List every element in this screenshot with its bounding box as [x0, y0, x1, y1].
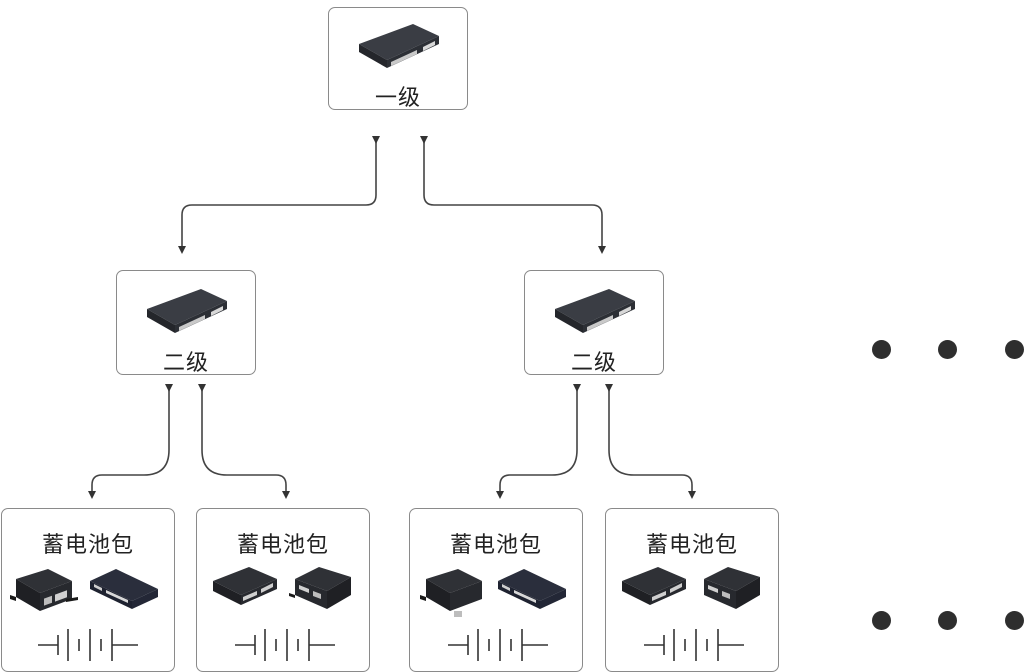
arrow-left-level2-to-pack1 — [88, 384, 173, 499]
ellipsis-dot — [1005, 340, 1024, 359]
arrow-right-level2-to-pack3 — [496, 384, 581, 499]
ellipsis-dot — [872, 340, 891, 359]
pack-label: 蓄电池包 — [449, 533, 542, 558]
ellipsis-dot — [938, 340, 957, 359]
battery-symbol-icon — [38, 629, 138, 661]
node-label: 一级 — [374, 86, 421, 111]
battery-pack-2[interactable]: 蓄电池包 — [196, 508, 370, 672]
battery-module-wide-icon — [213, 567, 277, 605]
battery-pack-4[interactable]: 蓄电池包 — [605, 508, 779, 672]
battery-module-icon — [420, 569, 482, 617]
controller-device-icon — [147, 289, 227, 333]
pack-label: 蓄电池包 — [236, 533, 329, 558]
controller-device-icon — [359, 24, 439, 68]
node-label: 二级 — [162, 351, 209, 376]
ellipsis-dot — [1005, 611, 1024, 630]
battery-module-icon — [10, 569, 78, 611]
battery-module-flat-icon — [90, 569, 158, 609]
battery-module-icon — [289, 567, 351, 609]
battery-symbol-icon — [644, 629, 744, 661]
ellipsis-dot — [872, 611, 891, 630]
battery-module-icon — [704, 567, 760, 609]
arrow-root-to-right-level2 — [420, 136, 606, 254]
battery-symbol-icon — [235, 629, 335, 661]
arrow-root-to-left-level2 — [178, 136, 380, 254]
arrow-right-level2-to-pack4 — [605, 384, 696, 499]
battery-module-flat-icon — [498, 569, 566, 609]
node-level2-right[interactable]: 二级 — [524, 270, 664, 376]
arrow-left-level2-to-pack2 — [198, 384, 290, 499]
node-label: 二级 — [570, 351, 617, 376]
controller-device-icon — [555, 289, 635, 333]
node-level1[interactable]: 一级 — [328, 7, 468, 111]
pack-label: 蓄电池包 — [645, 533, 738, 558]
battery-pack-1[interactable]: 蓄电池包 — [1, 508, 175, 672]
battery-pack-3[interactable]: 蓄电池包 — [409, 508, 583, 672]
ellipsis-dot — [938, 611, 957, 630]
pack-label: 蓄电池包 — [41, 533, 134, 558]
battery-symbol-icon — [448, 629, 548, 661]
node-level2-left[interactable]: 二级 — [116, 270, 256, 376]
battery-module-wide-icon — [622, 567, 686, 605]
